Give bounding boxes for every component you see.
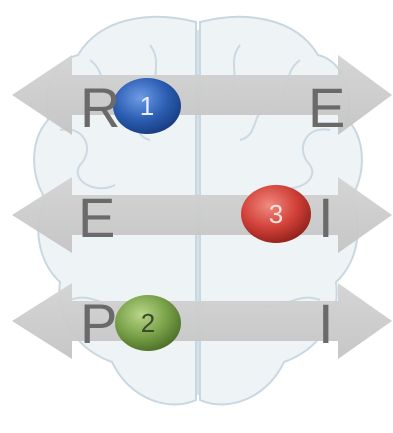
marker-1-circle bbox=[113, 78, 181, 134]
marker-2: 2 bbox=[115, 295, 181, 351]
marker-2-number: 2 bbox=[141, 308, 155, 338]
marker-3-number: 3 bbox=[269, 199, 283, 229]
row-3-left-letter: P bbox=[80, 292, 118, 355]
row-3-right-letter: I bbox=[318, 292, 334, 355]
row-1-left-letter: R bbox=[80, 76, 121, 139]
marker-1: 1 bbox=[113, 78, 181, 134]
marker-2-circle bbox=[115, 295, 181, 351]
arrow-row-3 bbox=[12, 283, 392, 359]
arrow-row-1 bbox=[12, 55, 392, 135]
row-2-left-letter: E bbox=[78, 186, 116, 249]
row-1-right-letter: E bbox=[308, 76, 346, 139]
marker-3: 3 bbox=[241, 185, 311, 243]
row-2-right-letter: I bbox=[318, 186, 334, 249]
marker-1-number: 1 bbox=[140, 91, 154, 121]
marker-3-circle bbox=[241, 185, 311, 243]
